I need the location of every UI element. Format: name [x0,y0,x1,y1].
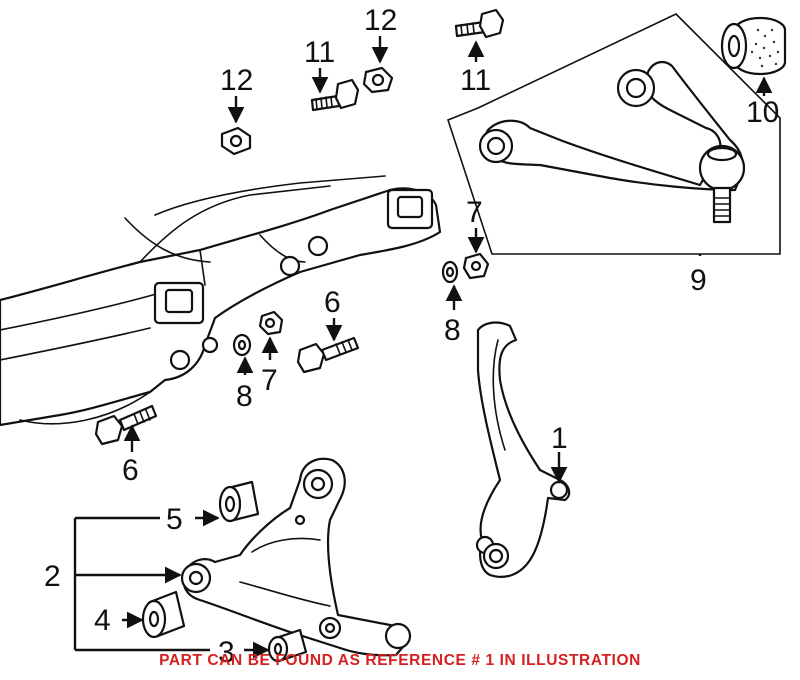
bolt-6a [296,336,360,374]
upper-bolt-11a [310,78,360,112]
callout-7-right: 7 [466,196,483,229]
leader-lines [73,36,773,659]
reference-note: PART CAN BE FOUND AS REFERENCE # 1 IN IL… [159,652,641,669]
callout-12-left: 12 [220,64,253,97]
lower-control-arm [180,457,412,657]
upper-bolt-11b [454,8,505,39]
callout-5: 5 [166,503,183,536]
nut-7b [462,252,490,280]
upper-arm-group-box [447,13,781,255]
callout-6-lower: 6 [122,454,139,487]
bolt-6b [94,404,158,446]
washer-8a [232,333,252,357]
nut-7a [258,310,284,336]
bushing-5 [218,480,260,523]
callout-6-upper: 6 [324,286,341,319]
callout-10: 10 [746,96,779,129]
upper-arm-bushing [720,16,787,76]
callout-4: 4 [94,604,111,637]
bushing-3 [267,628,308,663]
callout-labels: 1 2 3 4 5 6 6 7 7 8 8 9 10 11 11 12 12 [44,4,779,669]
callout-12-top: 12 [364,4,397,37]
upper-nut-12a [362,66,394,94]
callout-11-left: 11 [304,36,335,69]
callout-1: 1 [551,422,568,455]
bushing-4 [141,590,186,639]
callout-8-left: 8 [236,380,253,413]
callout-8-right: 8 [444,314,461,347]
washer-8b [441,260,459,284]
callout-7-left: 7 [261,364,278,397]
front-subframe [0,175,442,427]
steering-knuckle [475,321,571,578]
callout-9: 9 [690,264,707,297]
callout-11-right: 11 [460,64,491,97]
callout-2: 2 [44,560,61,593]
callout-3: 3 [218,636,235,669]
upper-nut-12b [220,126,252,156]
